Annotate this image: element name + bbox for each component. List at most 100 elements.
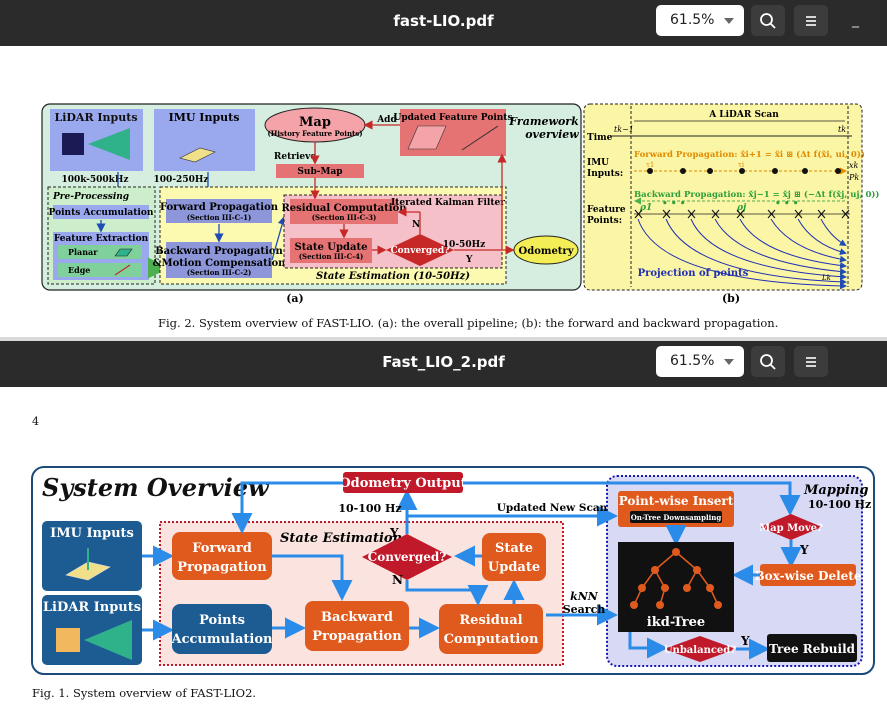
imu-b-label: IMU — [587, 158, 609, 168]
rate-10-50: 10-50Hz — [443, 240, 485, 250]
edge-icon — [114, 264, 131, 276]
state-estimation-label: State Estimation (10-50Hz) — [316, 271, 470, 282]
projection-of-points: Projection of points — [638, 268, 749, 279]
lidar-beam-icon — [88, 128, 130, 160]
menu-button-bottom[interactable] — [794, 346, 828, 377]
backward-prop-eq: Backward Propagation: x̌j−1 = x̌j ⊞ (−Δt… — [634, 189, 879, 200]
edge-box — [58, 263, 142, 277]
planar-icon — [114, 248, 133, 257]
dots-2: • • • — [775, 199, 799, 209]
state-update-label: State Update — [295, 242, 368, 253]
forward-propagation-box-2 — [172, 532, 272, 580]
tree-rebuild-box — [767, 634, 857, 662]
tau-i: τi — [738, 161, 745, 169]
points-accumulation-box-2 — [172, 604, 272, 654]
imu-inputs-label-2: IMU Inputs — [50, 526, 134, 541]
backward-propagation-label-2a: Backward — [321, 610, 393, 625]
state-estimation-label-2: State Estimation — [280, 531, 402, 546]
chevron-down-icon — [724, 359, 734, 365]
state-update-label-2a: State — [495, 541, 533, 556]
residual-computation-label-2b: Computation — [444, 632, 539, 647]
points-accumulation-label-2a: Points — [199, 613, 245, 628]
map-move-label: Map Move? — [759, 523, 823, 534]
zoom-dropdown[interactable]: 61.5% — [656, 5, 744, 36]
converged-diamond-2 — [362, 534, 452, 580]
panel-a-label: (a) — [286, 292, 304, 305]
state-update-box-2 — [482, 533, 546, 581]
lidar-beam-icon-2 — [84, 620, 132, 660]
map-title: Map — [299, 115, 331, 130]
knn-label: kNN — [570, 590, 599, 603]
residual-computation-box — [290, 199, 398, 224]
planar-label: Planar — [68, 247, 98, 257]
viewer-header-bottom: Fast_LIO_2.pdf 61.5% — [0, 341, 887, 387]
dots-1: • • • — [662, 199, 686, 209]
residual-section: (Section III-C-3) — [312, 213, 377, 222]
on-tree-downsampling-box — [630, 511, 722, 523]
zoom-dropdown-bottom[interactable]: 61.5% — [656, 346, 744, 377]
pdf-page-bottom: 4 System Overview State Estimation Mappi… — [0, 387, 887, 725]
page-number: 4 — [32, 415, 39, 428]
imu-inputs-box — [154, 109, 255, 171]
forward-propagation-label-2b: Propagation — [177, 560, 267, 575]
search-label: Search — [563, 603, 606, 616]
state-update-label-2b: Update — [488, 560, 540, 575]
search-icon — [760, 354, 776, 370]
boxwise-delete-label: Box-wise Delete — [755, 569, 862, 583]
fastlio-figure: LiDAR Inputs 100k-500kHz IMU Inputs 100-… — [41, 103, 879, 305]
updated-new-scan: Updated New Scan — [497, 502, 608, 514]
n-label: N — [412, 220, 420, 230]
feature-extraction-label: Feature Extraction — [54, 234, 149, 244]
tau-1: τ1 — [646, 161, 654, 169]
feature-point-crosses — [634, 209, 850, 219]
odometry-ellipse — [513, 235, 579, 265]
points-accumulation-label-2b: Accumulation — [170, 632, 273, 647]
search-icon — [760, 13, 776, 29]
residual-computation-box-2 — [439, 604, 543, 654]
state-update-box — [290, 238, 372, 263]
minimize-button[interactable]: _ — [852, 12, 866, 32]
residual-computation-label: Residual Computation — [281, 203, 407, 214]
odometry-label: Odometry — [518, 246, 574, 257]
lidar-inputs-label-2: LiDAR Inputs — [43, 600, 141, 615]
preprocessing-label: Pre-Processing — [52, 192, 129, 202]
search-button[interactable] — [751, 5, 785, 36]
ikd-tree-box — [618, 542, 734, 632]
lidar-cube-icon-2 — [56, 628, 80, 652]
menu-button[interactable] — [794, 5, 828, 36]
menu-icon — [806, 16, 816, 26]
figure-caption-bottom: Fig. 1. System overview of FAST-LIO2. — [32, 686, 257, 700]
y-label-2: Y — [389, 526, 399, 540]
pdf-page-top: LiDAR Inputs 100k-500kHz IMU Inputs 100-… — [0, 46, 887, 337]
imu-inputs-label: IMU Inputs — [169, 111, 240, 124]
minimize-icon: _ — [852, 12, 859, 28]
menu-icon — [806, 357, 816, 367]
converged-label: Converged? — [391, 246, 450, 256]
search-button-bottom[interactable] — [751, 346, 785, 377]
imu-chip-icon-2 — [65, 561, 111, 581]
backward-propagation-box — [166, 242, 272, 278]
on-tree-downsampling-label: On-Tree Downsampling — [631, 513, 722, 522]
forward-propagation-label: Forward Propagation — [160, 202, 279, 213]
imu-rate: 100-250Hz — [154, 175, 209, 185]
time-label: Time — [587, 133, 613, 143]
submap-box — [276, 164, 364, 178]
lidar-cube-icon — [62, 133, 84, 155]
points-accumulation-box — [53, 205, 149, 219]
t-k: tk — [838, 125, 846, 134]
iterated-kalman-label: Iterated Kalman Filter — [391, 198, 505, 208]
backward-section: (Section III-C-2) — [187, 268, 252, 277]
panel-b-label: (b) — [722, 292, 740, 305]
pk-label: Pk — [848, 173, 859, 182]
converged-label-2: Converged? — [368, 550, 447, 564]
feature-b-label: Feature — [587, 205, 626, 215]
add-label: Add — [376, 115, 397, 125]
edge-label: Edge — [68, 265, 90, 275]
pointwise-insert-label: Point-wise Insert — [619, 494, 734, 508]
retrieve-label: Retrieve — [274, 152, 316, 162]
rate-10-100: 10-100 Hz — [338, 502, 401, 515]
motion-compensation-label: &Motion Compensation — [153, 258, 287, 269]
backward-propagation-label: Backward Propagation — [155, 246, 283, 257]
mapping-label: Mapping — [803, 483, 868, 498]
state-update-section: (Section III-C-4) — [299, 252, 364, 261]
